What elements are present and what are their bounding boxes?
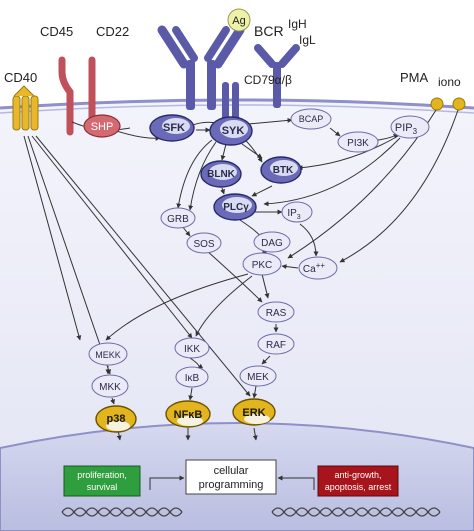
p38-node-highlight [106, 421, 130, 431]
grb-node [160, 207, 196, 229]
antigen-label: Ag [232, 15, 245, 27]
ikb-label: IκB [185, 373, 200, 384]
proliferation-label-1: proliferation, [77, 470, 127, 480]
ip3-node [281, 201, 313, 223]
sos-label: SOS [193, 239, 214, 250]
shp-node [83, 114, 121, 138]
raf-node [257, 333, 295, 355]
erk-node-highlight [244, 414, 270, 424]
pip3-label-main: PIP [395, 122, 413, 134]
ca-label: Ca++ [303, 261, 325, 275]
cd79-label: CD79α/β [244, 73, 292, 87]
ras-label: RAS [266, 308, 287, 319]
ip3-label-main: IP [287, 208, 297, 219]
nfkb-label: NFκB [174, 409, 203, 421]
nfkb-node-highlight [177, 416, 203, 426]
anti-growth-label-1: anti-growth, [334, 470, 381, 480]
ip3-label-sub: 3 [297, 214, 301, 221]
ip3-label: IP3 [287, 208, 300, 221]
iono-icon [452, 97, 466, 111]
syk-label: SYK [222, 125, 245, 137]
cellular-programming-box [185, 459, 277, 495]
bcap-label: BCAP [299, 114, 324, 124]
dna-helix-left-icon [61, 507, 183, 517]
cellular-label-2: programming [199, 479, 264, 491]
proliferation-box [63, 465, 141, 497]
blnk-label: BLNK [207, 169, 236, 180]
plcg-label: PLCγ [223, 202, 249, 213]
pip3-label-sub: 3 [413, 127, 418, 136]
cd40-receptor-icon [12, 85, 39, 131]
bcap-node [290, 108, 332, 130]
dna-helix-right-icon [271, 507, 441, 517]
cellular-label-1: cellular [214, 465, 249, 477]
pma-icon [430, 97, 444, 111]
bcr-receptor-icon [157, 25, 300, 126]
mkk-node [91, 374, 129, 398]
bcr-label: BCR [254, 23, 284, 39]
ikb-node [175, 366, 209, 388]
ca-label-sup: ++ [316, 261, 326, 270]
pi3k-label: PI3K [347, 138, 369, 149]
blnk-node-highlight [209, 164, 237, 180]
igl-label: IgL [299, 33, 316, 47]
cd45-receptor-icon [58, 56, 74, 136]
antigen-icon [227, 8, 251, 32]
raf-label: RAF [266, 340, 286, 351]
anti-growth-box [317, 465, 399, 497]
cd40-label: CD40 [4, 70, 37, 85]
ras-node [257, 301, 295, 323]
igh-label: IgH [288, 17, 307, 31]
btk-label: BTK [273, 165, 294, 176]
ca-label-main: Ca [303, 264, 316, 275]
anti-growth-label-2: apoptosis, arrest [325, 482, 392, 492]
signal-arrows [23, 109, 459, 490]
dag-label: DAG [261, 238, 283, 249]
erk-label: ERK [242, 407, 265, 419]
sfk-label: SFK [163, 122, 185, 134]
shp-label: SHP [91, 121, 114, 133]
mkk-label: MKK [99, 382, 121, 393]
plcg-node-highlight [222, 197, 252, 213]
ikk-node [174, 337, 210, 359]
pi3k-node [337, 131, 379, 153]
pkc-node [242, 252, 282, 276]
cd22-label: CD22 [96, 24, 129, 39]
syk-node-highlight [220, 120, 248, 138]
grb-label: GRB [167, 214, 189, 225]
pma-label: PMA [400, 70, 429, 85]
mek-node [239, 365, 277, 387]
pip3-node [390, 115, 430, 139]
ca-node [298, 256, 338, 280]
mek-label: MEK [247, 372, 269, 383]
sos-node [186, 232, 222, 254]
ikk-label: IKK [184, 344, 200, 355]
cd45-label: CD45 [40, 24, 73, 39]
dag-node [253, 231, 291, 253]
mekk-node [88, 342, 128, 366]
pkc-label: PKC [252, 260, 273, 271]
mekk-label: MEKK [95, 350, 121, 360]
proliferation-label-2: survival [87, 482, 118, 492]
pip3-label: PIP3 [395, 122, 418, 136]
p38-label: p38 [107, 413, 126, 425]
btk-node-highlight [270, 160, 298, 176]
iono-label: iono [438, 75, 461, 89]
sfk-node-highlight [162, 118, 190, 134]
